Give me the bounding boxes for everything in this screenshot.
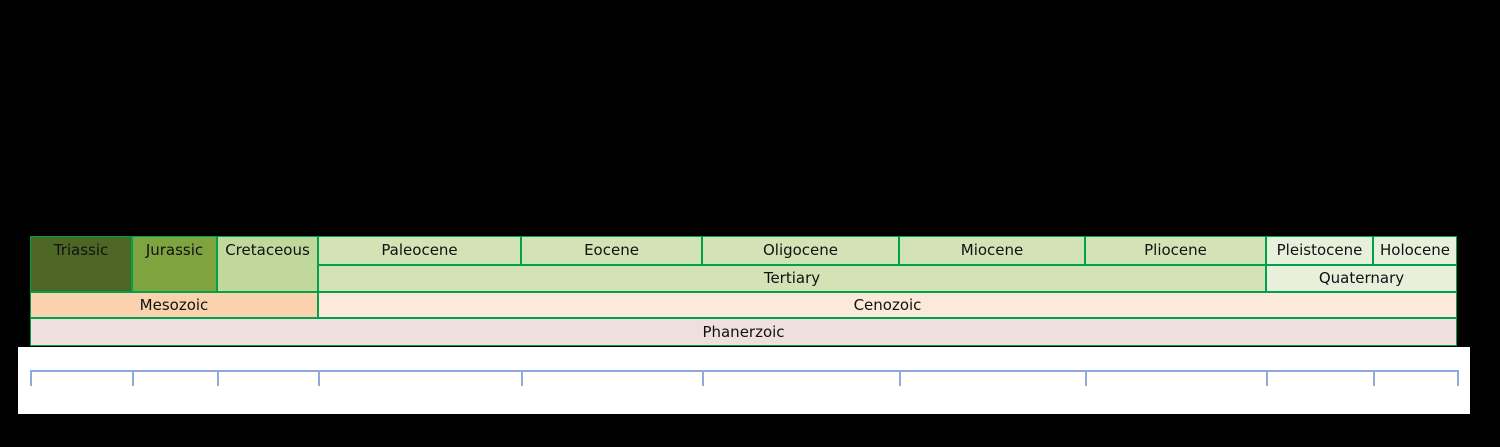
axis-tick-7 — [1085, 370, 1087, 386]
timescale-cell-holocene: Holocene — [1373, 236, 1457, 265]
timescale-cell-quaternary: Quaternary — [1266, 265, 1457, 292]
axis-tick-5 — [702, 370, 704, 386]
timescale-cell-miocene: Miocene — [899, 236, 1085, 265]
timescale-cell-eocene: Eocene — [521, 236, 702, 265]
timescale-cell-mesozoic: Mesozoic — [30, 292, 318, 318]
timescale-cell-pliocene: Pliocene — [1085, 236, 1266, 265]
axis-tick-3 — [318, 370, 320, 386]
timescale-cell-pleistocene: Pleistocene — [1266, 236, 1373, 265]
timescale-cell-cretaceous: Cretaceous — [217, 236, 318, 292]
axis-tick-0 — [30, 370, 32, 386]
timescale-cell-oligocene: Oligocene — [702, 236, 899, 265]
axis-tick-1 — [132, 370, 134, 386]
timescale-cell-cenozoic: Cenozoic — [318, 292, 1457, 318]
timescale-cell-jurassic: Jurassic — [132, 236, 217, 292]
timescale-cell-phanerzoic: Phanerzoic — [30, 318, 1457, 346]
axis-tick-4 — [521, 370, 523, 386]
axis-tick-8 — [1266, 370, 1268, 386]
time-axis-panel — [18, 347, 1470, 414]
timescale-cell-tertiary: Tertiary — [318, 265, 1266, 292]
axis-tick-2 — [217, 370, 219, 386]
axis-line — [30, 370, 1457, 372]
timescale-cell-triassic: Triassic — [30, 236, 132, 292]
axis-tick-6 — [899, 370, 901, 386]
axis-tick-10 — [1457, 370, 1459, 386]
axis-tick-9 — [1373, 370, 1375, 386]
timescale-cell-paleocene: Paleocene — [318, 236, 521, 265]
